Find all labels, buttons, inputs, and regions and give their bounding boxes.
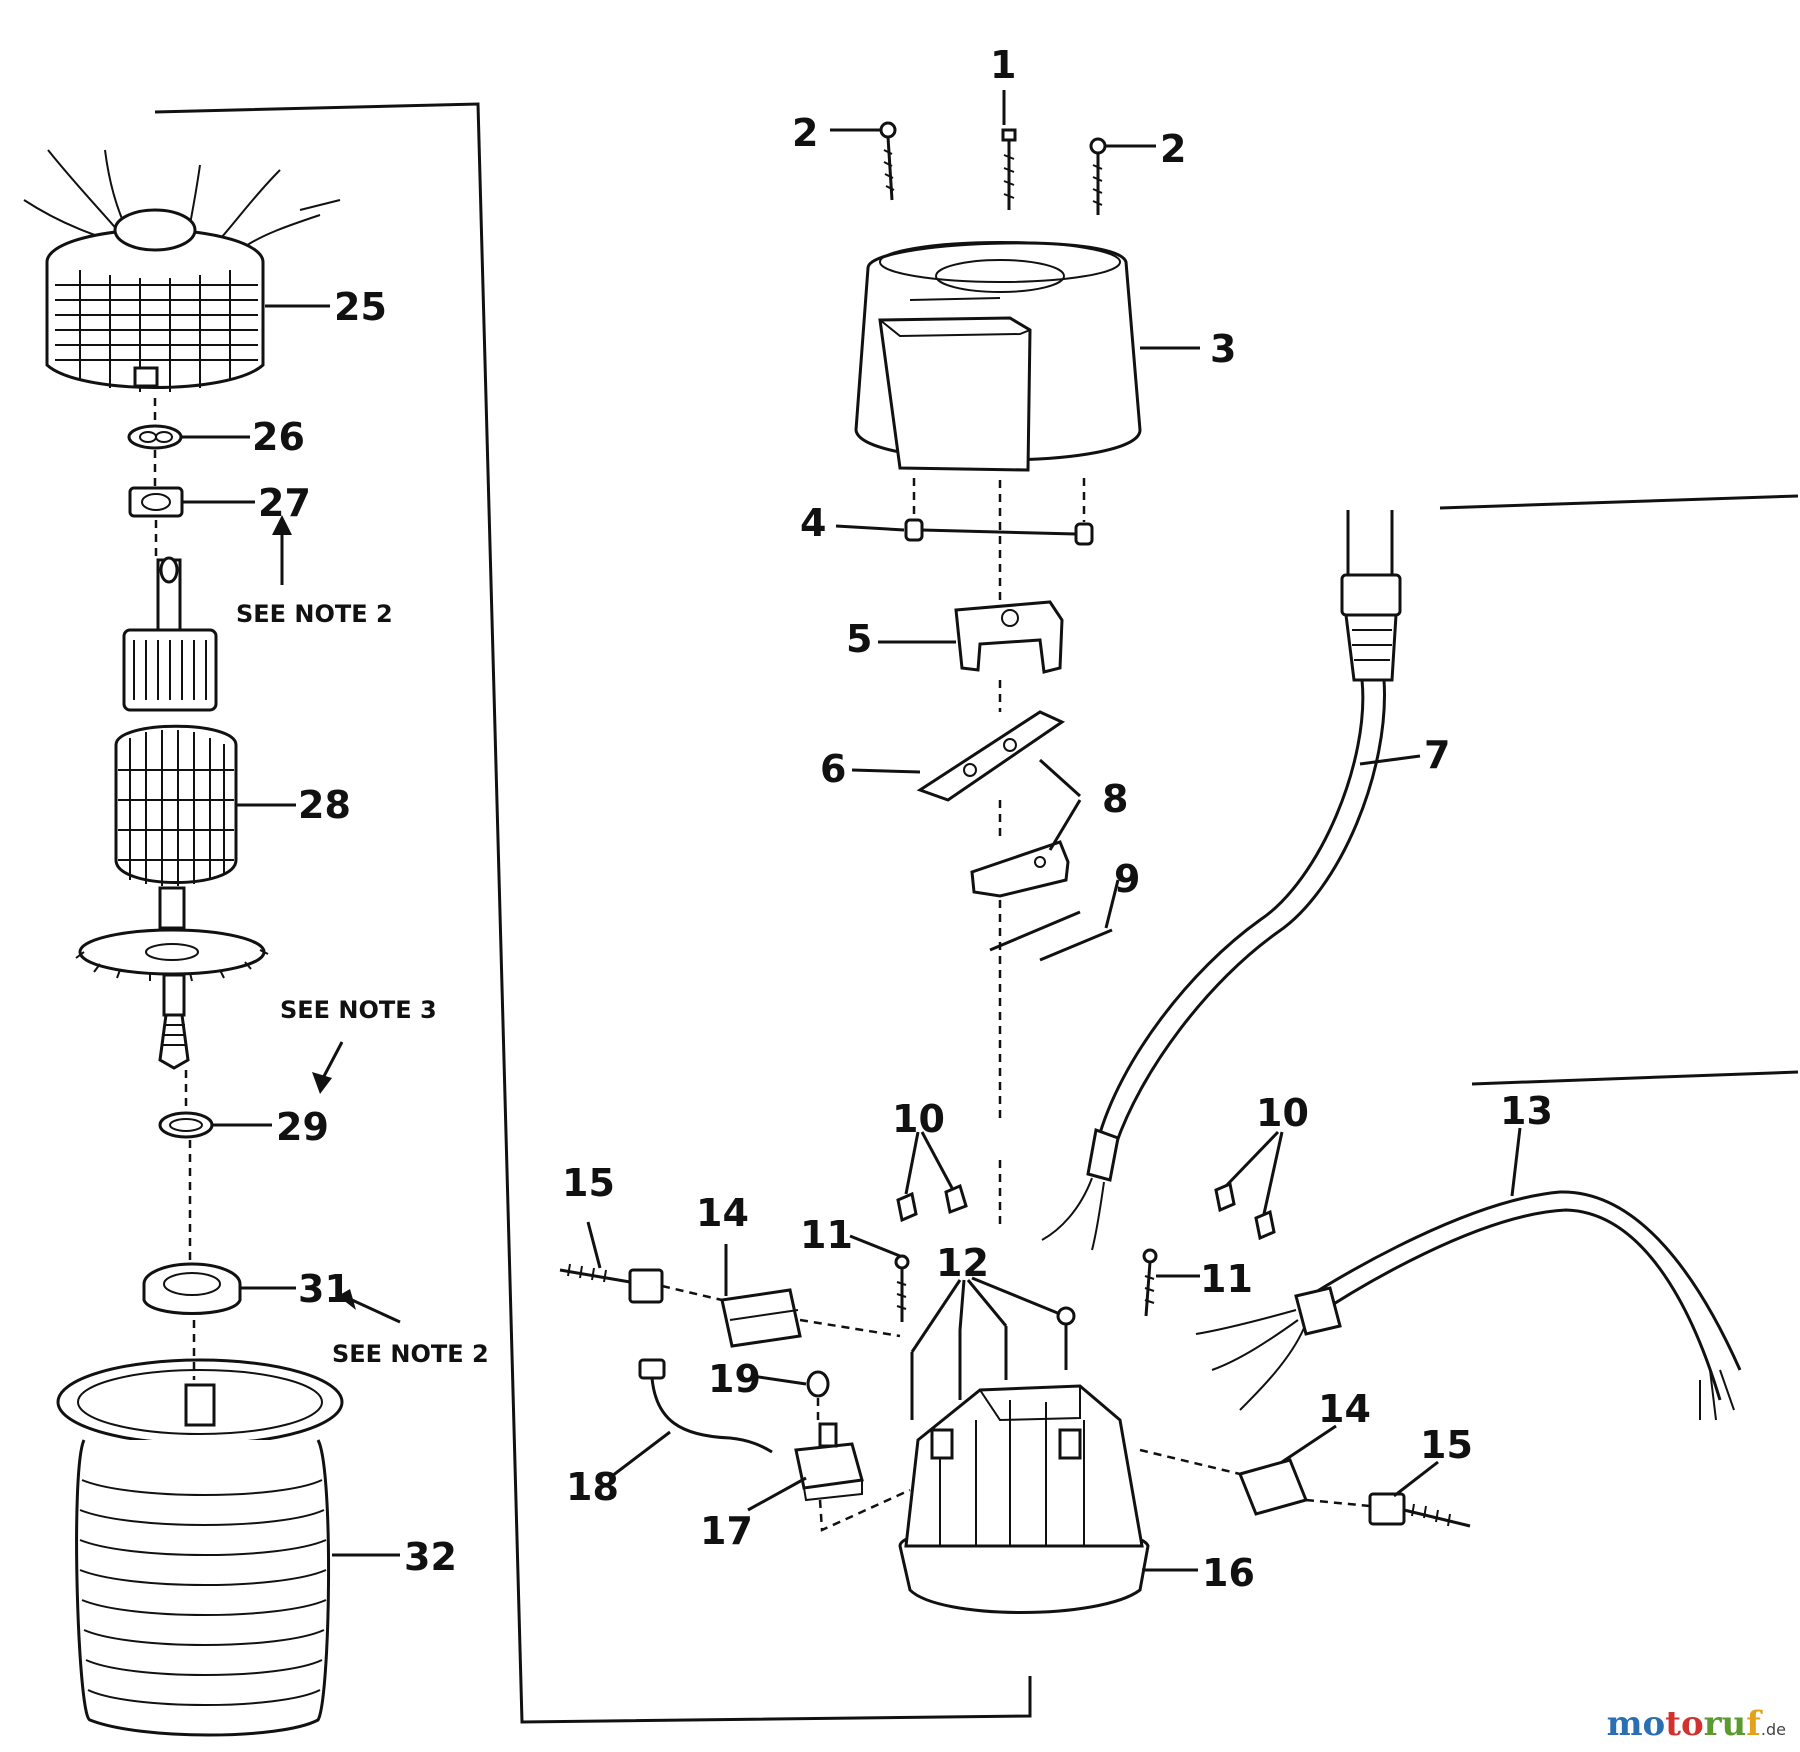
part-4-feet [904, 518, 1094, 546]
part-13-lead-wire [1195, 1190, 1742, 1421]
note-arrow-27 [272, 515, 292, 585]
leader-15b [1393, 1460, 1439, 1498]
leader-8b [1048, 799, 1082, 851]
callout-15-left: 15 [562, 1161, 615, 1205]
callout-11-left: 11 [800, 1213, 853, 1257]
part-28-armature [75, 556, 269, 1070]
part-5-bracket [954, 600, 1064, 674]
callout-31: 31 [298, 1267, 351, 1311]
part-1-screw-center [1001, 128, 1017, 210]
leader-17 [747, 1476, 807, 1512]
callout-27: 27 [258, 481, 311, 525]
leader-13 [1510, 1127, 1522, 1197]
callout-13: 13 [1500, 1089, 1553, 1133]
callout-11-right: 11 [1200, 1257, 1253, 1301]
part-31-bearing [142, 1262, 242, 1315]
leader-6 [851, 768, 921, 774]
left-axis-line [153, 398, 196, 1380]
callout-16: 16 [1202, 1551, 1255, 1595]
callout-9: 9 [1114, 857, 1140, 901]
note-arrow-31 [338, 1289, 401, 1324]
part-14-clamp-left [720, 1288, 802, 1348]
callout-1: 1 [990, 43, 1016, 87]
part-11-screw-left [894, 1254, 910, 1322]
part-18-lead [638, 1358, 773, 1454]
callout-26: 26 [252, 415, 305, 459]
callout-3: 3 [1210, 327, 1236, 371]
part-2-screw-right [1089, 137, 1107, 215]
callout-32: 32 [404, 1535, 457, 1579]
callout-2-left: 2 [792, 111, 818, 155]
right-axis-line [998, 480, 1012, 1540]
callout-12: 12 [936, 1241, 989, 1285]
leader-19 [751, 1374, 807, 1386]
part-19-nut [806, 1370, 830, 1398]
part-6-plate [916, 710, 1066, 802]
callout-29: 29 [276, 1105, 329, 1149]
callout-19: 19 [708, 1357, 761, 1401]
note-arrow-29 [312, 1041, 344, 1094]
part-12-screws [910, 1276, 1076, 1420]
callout-25: 25 [334, 285, 387, 329]
brand-part-1: mo [1606, 1704, 1666, 1744]
part-15-screw-right [1368, 1492, 1471, 1528]
part-16-base [898, 1384, 1150, 1614]
note-27: SEE NOTE 2 [236, 600, 393, 628]
assembly-boundary-line [154, 102, 1032, 1724]
part-32-housing [56, 1358, 344, 1737]
part-29-washer [158, 1111, 214, 1139]
callout-28: 28 [298, 783, 351, 827]
callout-4: 4 [800, 501, 826, 545]
part-3-motor-cap [854, 241, 1142, 472]
callout-5: 5 [846, 617, 872, 661]
axis-line-15-14-right [1139, 1448, 1371, 1508]
callout-15-right: 15 [1420, 1423, 1473, 1467]
part-9-wires [989, 910, 1113, 962]
part-25-field-coil [23, 149, 341, 392]
part-15-screw-left [559, 1263, 664, 1304]
axis-line-15-14-left [661, 1284, 901, 1338]
leader-11a [849, 1234, 901, 1258]
note-31: SEE NOTE 2 [332, 1340, 489, 1368]
brand-part-3: ru [1703, 1704, 1747, 1744]
part-17-switch [794, 1422, 864, 1502]
leader-9 [1104, 879, 1120, 929]
brand-part-2: to [1665, 1704, 1704, 1744]
leader-15a [586, 1221, 602, 1269]
brand-part-4: f [1746, 1704, 1761, 1744]
callout-14-left: 14 [696, 1191, 749, 1235]
part-27-bearing [128, 486, 184, 518]
callout-7: 7 [1424, 733, 1450, 777]
callout-14-right: 14 [1318, 1387, 1371, 1431]
axis-line-feet [912, 478, 1086, 522]
part-26-ring [127, 424, 183, 450]
callout-6: 6 [820, 747, 846, 791]
part-2-screw-left [879, 121, 897, 201]
reference-line-top [1439, 494, 1799, 510]
part-7-power-cord [1041, 510, 1402, 1251]
brand-suffix: .de [1760, 1720, 1786, 1739]
callout-2-right: 2 [1160, 127, 1186, 171]
leader-7 [1359, 754, 1421, 766]
note-29: SEE NOTE 3 [280, 996, 437, 1024]
leader-8a [1038, 758, 1082, 798]
part-8-spring-block [970, 840, 1070, 898]
leader-14b [1281, 1424, 1337, 1464]
part-10-connectors-left [896, 1131, 968, 1223]
callout-17: 17 [700, 1509, 753, 1553]
part-11-screw-right [1142, 1248, 1158, 1317]
callout-10-right: 10 [1256, 1091, 1309, 1135]
leader-18 [611, 1430, 671, 1478]
part-14-clamp-right [1237, 1458, 1309, 1516]
reference-line-mid [1471, 1070, 1799, 1086]
callout-18: 18 [566, 1465, 619, 1509]
part-10-connectors-right [1214, 1130, 1284, 1241]
axis-line-17 [818, 1488, 911, 1532]
callout-8: 8 [1102, 777, 1128, 821]
callout-10-left: 10 [892, 1097, 945, 1141]
site-watermark: motoruf.de [1607, 1704, 1786, 1744]
leader-4 [835, 524, 905, 532]
